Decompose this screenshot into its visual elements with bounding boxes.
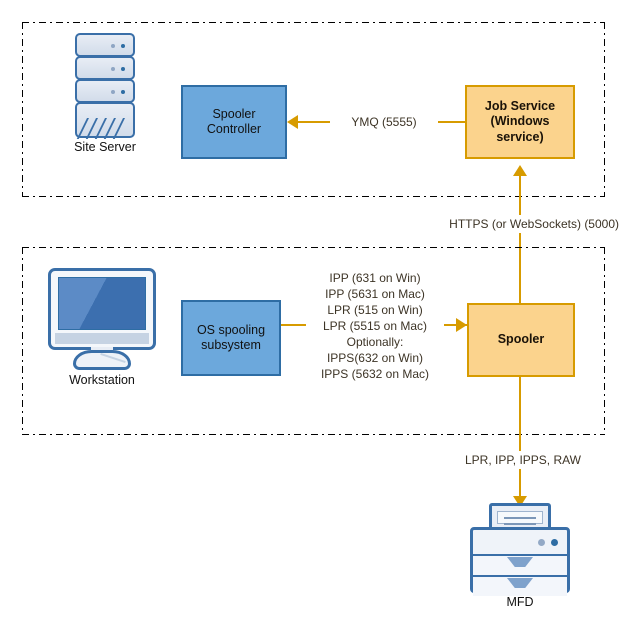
server-unit-1: [75, 33, 135, 57]
server-vent-slashes: [76, 118, 127, 139]
printer-tray-lower: [473, 575, 567, 596]
printer-protocols-arrowhead: [513, 496, 527, 507]
printer-tray-upper: [473, 554, 567, 575]
workstation-zone: [22, 247, 605, 435]
printer-tray-handle: [507, 578, 533, 588]
spooler-controller-label: Spooler Controller: [206, 106, 262, 136]
site-server-zone: [22, 22, 605, 197]
job-service-node[interactable]: Job Service (Windows service): [465, 85, 575, 159]
spooler-node[interactable]: Spooler: [467, 303, 575, 377]
site-server-caption: Site Server: [74, 140, 136, 154]
spooling-ports-connector-label: IPP (631 on Win) IPP (5631 on Mac) LPR (…: [306, 268, 444, 385]
server-led-dim: [111, 67, 115, 71]
zone-border-bottom: [22, 434, 605, 435]
server-unit-3: [75, 79, 135, 103]
zone-border-left: [22, 247, 23, 435]
server-led-bright: [121, 67, 125, 71]
monitor-chin: [55, 333, 149, 344]
zone-border-right: [604, 22, 605, 197]
server-unit-base: [75, 102, 135, 139]
printer-protocols-connector-label: LPR, IPP, IPPS, RAW: [443, 451, 603, 470]
printer-led-dim: [538, 539, 545, 546]
printer-scanner-glass: [497, 511, 543, 525]
mfd-caption: MFD: [506, 595, 534, 609]
server-led-dim: [111, 44, 115, 48]
server-led-bright: [121, 44, 125, 48]
zone-border-top: [22, 247, 605, 248]
printer-body: [470, 527, 570, 596]
printer-mfd-icon: [470, 503, 570, 596]
zone-border-top: [22, 22, 605, 23]
https-arrowhead: [513, 165, 527, 176]
zone-border-bottom: [22, 196, 605, 197]
desktop-monitor-icon: [48, 268, 156, 371]
os-spooling-subsystem-label: OS spooling subsystem: [196, 322, 266, 352]
ymq-connector-label: YMQ (5555): [330, 114, 438, 131]
https-connector-line: [519, 176, 521, 311]
server-stack-icon: [75, 33, 135, 139]
job-service-label: Job Service (Windows service): [484, 99, 556, 144]
zone-border-right: [604, 247, 605, 435]
zone-border-left: [22, 22, 23, 197]
printer-scanner-lid: [489, 503, 551, 531]
monitor-bezel: [48, 268, 156, 350]
spooler-label: Spooler: [497, 332, 545, 347]
spooling-ports-arrowhead: [456, 318, 467, 332]
workstation-caption: Workstation: [69, 373, 135, 387]
spooler-controller-node[interactable]: Spooler Controller: [181, 85, 287, 159]
https-connector-label: HTTPS (or WebSockets) (5000): [375, 215, 623, 234]
server-unit-2: [75, 56, 135, 80]
printer-protocols-connector-line: [519, 377, 521, 499]
ymq-arrowhead: [287, 115, 298, 129]
server-led-bright: [121, 90, 125, 94]
monitor-stand: [73, 350, 131, 370]
printer-tray-handle: [507, 557, 533, 567]
printer-led-bright: [551, 539, 558, 546]
os-spooling-subsystem-node[interactable]: OS spooling subsystem: [181, 300, 281, 376]
monitor-screen: [58, 277, 146, 330]
server-led-dim: [111, 90, 115, 94]
